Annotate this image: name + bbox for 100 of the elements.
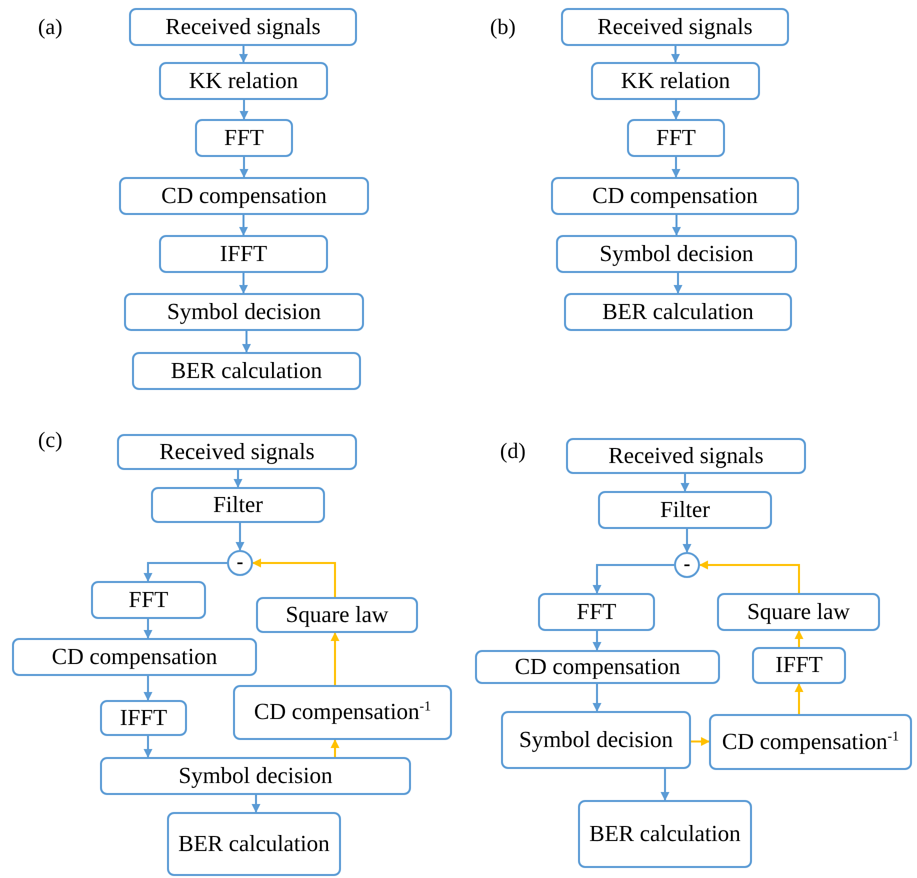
node-label: FFT: [224, 126, 264, 150]
arrow: [144, 676, 152, 701]
process-box: [159, 62, 328, 100]
arrow: [592, 631, 602, 651]
process-box: [551, 177, 799, 215]
process-box: [564, 293, 792, 331]
node-label: -: [236, 552, 244, 574]
arrow: [239, 273, 248, 294]
process-box: [233, 685, 452, 740]
arrow: [144, 736, 152, 758]
subtract-circle: [227, 550, 253, 576]
node-label: Filter: [213, 492, 263, 518]
process-box: [12, 638, 257, 676]
process-box: [556, 235, 797, 273]
node-label: CD compensation$^{-1}$: [722, 730, 899, 754]
process-box: [119, 177, 369, 215]
process-box: [752, 647, 846, 684]
node-label: CD compensation: [161, 184, 327, 208]
arrow: [592, 684, 602, 712]
subtract-circle: [674, 552, 700, 578]
panel-label: (a): [38, 14, 62, 40]
node-label: BER calculation: [178, 832, 330, 856]
node-label: BER calculation: [589, 822, 741, 846]
arrow: [330, 739, 340, 757]
process-box: [598, 491, 772, 529]
arrow: [674, 273, 682, 294]
node-label: Filter: [660, 498, 710, 522]
arrow: [672, 215, 681, 236]
process-box: [167, 812, 341, 876]
node-label: IFFT: [120, 706, 168, 730]
node-label: Symbol decision: [519, 728, 673, 752]
arrow: [144, 562, 227, 582]
node-label: FFT: [656, 126, 696, 150]
node-label: CD compensation: [592, 184, 758, 208]
node-label: KK relation: [188, 68, 298, 94]
process-box: [475, 650, 720, 684]
node-label: CD compensation: [514, 654, 680, 680]
arrow: [242, 331, 251, 353]
process-box: [195, 119, 293, 157]
arrow: [699, 560, 800, 593]
node-label: BER calculation: [602, 300, 754, 324]
arrow: [682, 529, 692, 553]
node-label: FFT: [128, 588, 168, 612]
arrow: [252, 558, 336, 597]
panel-label: (c): [38, 427, 62, 453]
process-box: [709, 714, 912, 770]
process-box: [627, 119, 725, 157]
arrow: [660, 769, 670, 801]
arrow: [240, 157, 248, 178]
process-box: [91, 581, 206, 619]
node-label: KK relation: [620, 68, 730, 94]
node-label: BER calculation: [170, 358, 322, 384]
process-box: [578, 800, 752, 868]
node-label: Symbol decision: [167, 300, 321, 324]
node-label: CD compensation$^{-1}$: [254, 700, 431, 725]
arrow: [239, 215, 248, 236]
node-label: FFT: [576, 600, 616, 624]
process-box: [561, 8, 789, 46]
node-label: Square law: [286, 602, 388, 628]
node-label: CD compensation: [52, 644, 218, 670]
process-box: [538, 593, 655, 631]
arrow: [236, 523, 244, 551]
process-box: [151, 487, 325, 523]
arrow: [671, 46, 680, 63]
node-label: IFFT: [775, 653, 823, 678]
arrow: [672, 157, 680, 178]
process-box: [132, 352, 361, 390]
node-label: Received signals: [608, 444, 764, 468]
process-box: [129, 8, 357, 46]
node-label: Received signals: [597, 14, 753, 40]
arrow: [144, 619, 152, 639]
node-label: Received signals: [165, 14, 321, 40]
process-box: [256, 597, 418, 633]
arrow: [239, 46, 248, 63]
arrow: [240, 100, 248, 120]
node-label: Symbol decision: [600, 242, 754, 266]
arrow: [672, 100, 680, 120]
process-box: [566, 438, 806, 474]
arrow: [691, 737, 710, 746]
arrow: [592, 564, 674, 594]
node-label: Received signals: [159, 440, 315, 464]
arrow: [330, 632, 340, 685]
arrow: [794, 683, 804, 714]
node-label: Square law: [747, 600, 850, 624]
process-box: [117, 434, 357, 470]
process-box: [100, 700, 187, 736]
process-box: [159, 235, 328, 273]
arrow: [794, 630, 804, 647]
process-box: [501, 711, 691, 769]
process-box: [717, 593, 880, 631]
process-box: [100, 757, 411, 795]
panel-label: (d): [500, 438, 526, 464]
panel-label: (b): [490, 14, 516, 40]
node-label: Symbol decision: [178, 764, 332, 788]
arrow: [234, 470, 242, 488]
arrow: [252, 795, 260, 813]
node-label: -: [684, 554, 690, 576]
process-box: [124, 293, 364, 331]
arrow: [680, 474, 690, 492]
process-box: [591, 62, 760, 100]
